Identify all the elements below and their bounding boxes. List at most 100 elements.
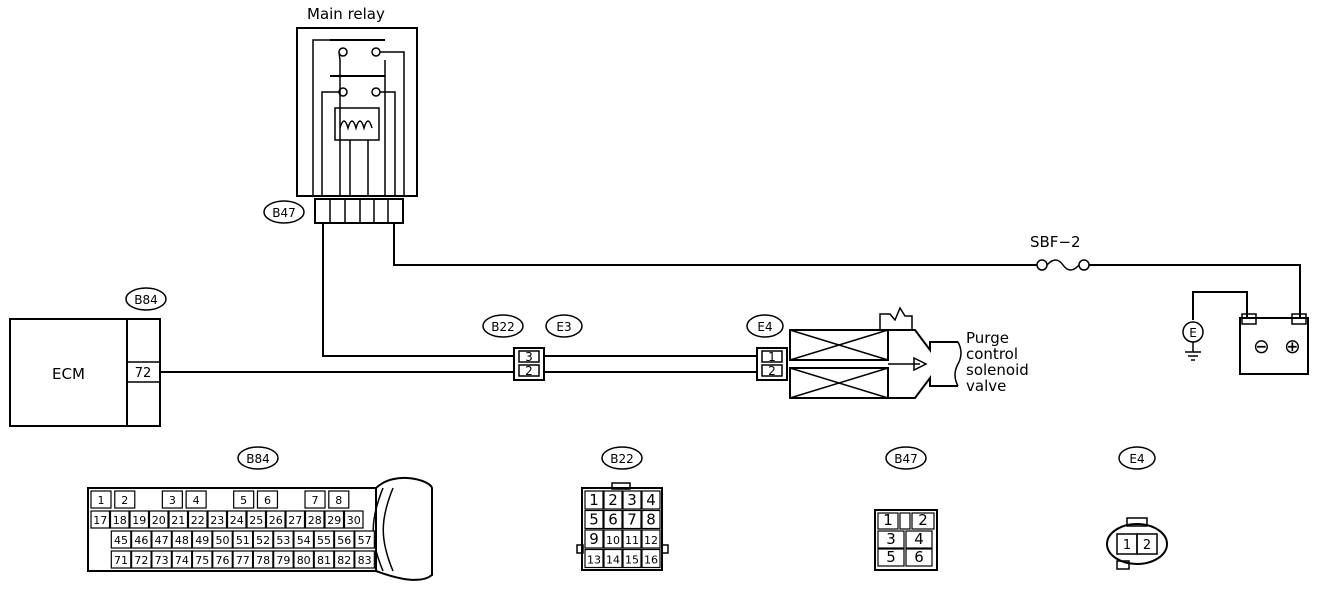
e4-connector-view: E4 1 2 xyxy=(1106,446,1168,570)
b84-pin-1: 1 xyxy=(98,494,105,507)
b84-pin-28: 28 xyxy=(308,514,322,527)
b84-pin-47: 47 xyxy=(155,534,169,547)
b84-pin-72-cell xyxy=(130,550,152,569)
b47-connector-strip xyxy=(314,198,404,224)
b84-pin-73: 73 xyxy=(155,554,169,567)
b22-pin-5: 5 xyxy=(589,511,599,529)
battery-body xyxy=(1239,317,1309,375)
b84-pin-82: 82 xyxy=(337,554,351,567)
b84-pin-51: 51 xyxy=(236,534,250,547)
e4-view-pin-1: 1 xyxy=(1123,538,1131,553)
b22-pin-5-cell xyxy=(584,509,604,530)
b84-pin-24: 24 xyxy=(230,514,244,527)
b22-pin-14-cell xyxy=(603,548,623,569)
b84-pin-73-cell xyxy=(151,550,172,569)
b84-tag-label: B84 xyxy=(134,293,158,307)
b84-pin-8: 8 xyxy=(335,494,342,507)
b84-pin-52: 52 xyxy=(256,534,270,547)
b84-pin-27-cell xyxy=(285,510,306,529)
b84-pin-17: 17 xyxy=(93,514,107,527)
b22-pin-11-cell xyxy=(622,529,642,549)
b22-pin-10-cell xyxy=(603,529,623,549)
b22-pin-15: 15 xyxy=(625,554,639,567)
b84-pin-81-cell xyxy=(313,550,335,569)
b22-pin-9: 9 xyxy=(589,530,599,548)
e3-tag-label: E3 xyxy=(556,320,571,334)
b84-pin-23: 23 xyxy=(210,514,224,527)
b84-pin-49-cell xyxy=(191,530,213,549)
b84-pin-1-cell xyxy=(90,490,112,509)
b84-pin-55: 55 xyxy=(317,534,331,547)
b84-pin-78: 78 xyxy=(256,554,270,567)
battery-minus-icon: ⊖ xyxy=(1253,334,1270,358)
fuse-to-battery-wire xyxy=(1089,264,1301,318)
b84-pin-57-cell xyxy=(354,530,375,549)
b22-pin-15-cell xyxy=(622,548,642,569)
b84-pin-7-cell xyxy=(304,490,326,509)
b47-pin-3: 3 xyxy=(886,530,896,548)
e4-pin-1: 1 xyxy=(768,350,776,364)
b84-pin-71: 71 xyxy=(114,554,128,567)
b84-pin-52-cell xyxy=(252,530,274,549)
b84-pin-74: 74 xyxy=(175,554,189,567)
b22-pin-12: 12 xyxy=(644,534,658,547)
b84-pin-30-cell xyxy=(343,510,364,529)
main-relay: Main relay xyxy=(296,5,418,224)
b84-pin-46-cell xyxy=(130,530,152,549)
b47-pin-6-cell xyxy=(905,548,933,567)
b84-pin-3-cell xyxy=(161,490,183,509)
b84-pin-54-cell xyxy=(293,530,315,549)
b22-pin-13: 13 xyxy=(587,554,601,567)
b84-pin-47-cell xyxy=(151,530,172,549)
b22-pin-3-cell xyxy=(622,490,642,510)
b47-pin-1-cell xyxy=(877,512,899,530)
b47-pin-1: 1 xyxy=(883,511,893,529)
b84-pin-6-cell xyxy=(256,490,279,509)
ecm-label: ECM xyxy=(52,365,85,383)
b22-pin-4: 4 xyxy=(646,491,656,509)
b84-pin-75: 75 xyxy=(195,554,209,567)
b84-pin-76-cell xyxy=(212,550,233,569)
b84-pin-79-cell xyxy=(273,550,294,569)
b84-pin-19: 19 xyxy=(132,514,146,527)
b47-gap-cell xyxy=(899,512,911,530)
b84-pin-27: 27 xyxy=(288,514,302,527)
b84-pin-29: 29 xyxy=(327,514,341,527)
b22-view-tag: B22 xyxy=(610,452,634,466)
b22-pin-14: 14 xyxy=(606,554,620,567)
b84-pin-18: 18 xyxy=(113,514,127,527)
b84-pin-2-cell xyxy=(114,490,136,509)
b84-pin-80-cell xyxy=(293,550,315,569)
b84-pin-53-cell xyxy=(273,530,294,549)
b84-pin-19-cell xyxy=(129,510,150,529)
b22-pin-16: 16 xyxy=(644,554,658,567)
b47-pin-6: 6 xyxy=(914,548,924,566)
battery-plus-icon: ⊕ xyxy=(1284,334,1301,358)
b84-pin-23-cell xyxy=(207,510,228,529)
valve-label-line2: control xyxy=(966,345,1018,363)
b22-pin-11: 11 xyxy=(625,534,639,547)
b22-e3-joint: B22 E3 3 2 xyxy=(482,314,583,381)
b84-pin-77: 77 xyxy=(236,554,250,567)
b84-pin-26-cell xyxy=(265,510,286,529)
e4-housing xyxy=(1106,523,1168,565)
b84-pin-55-cell xyxy=(313,530,335,549)
b84-pin-26: 26 xyxy=(269,514,283,527)
b47-pin-4-cell xyxy=(905,530,933,549)
relay-to-fuse-wire xyxy=(393,223,1037,266)
e4-view-tag: E4 xyxy=(1129,452,1144,466)
b84-pin-8-cell xyxy=(328,490,350,509)
b22-pin-16-cell xyxy=(641,548,661,569)
b84-pin-21-cell xyxy=(168,510,189,529)
b84-pin-28-cell xyxy=(304,510,325,529)
b22-pin-12-cell xyxy=(641,529,661,549)
ground-e: E xyxy=(1182,321,1204,361)
b22-pin-8-cell xyxy=(641,509,661,530)
valve-label-line4: valve xyxy=(966,377,1006,395)
b84-pin-49: 49 xyxy=(195,534,209,547)
b22-pin-8: 8 xyxy=(646,511,656,529)
